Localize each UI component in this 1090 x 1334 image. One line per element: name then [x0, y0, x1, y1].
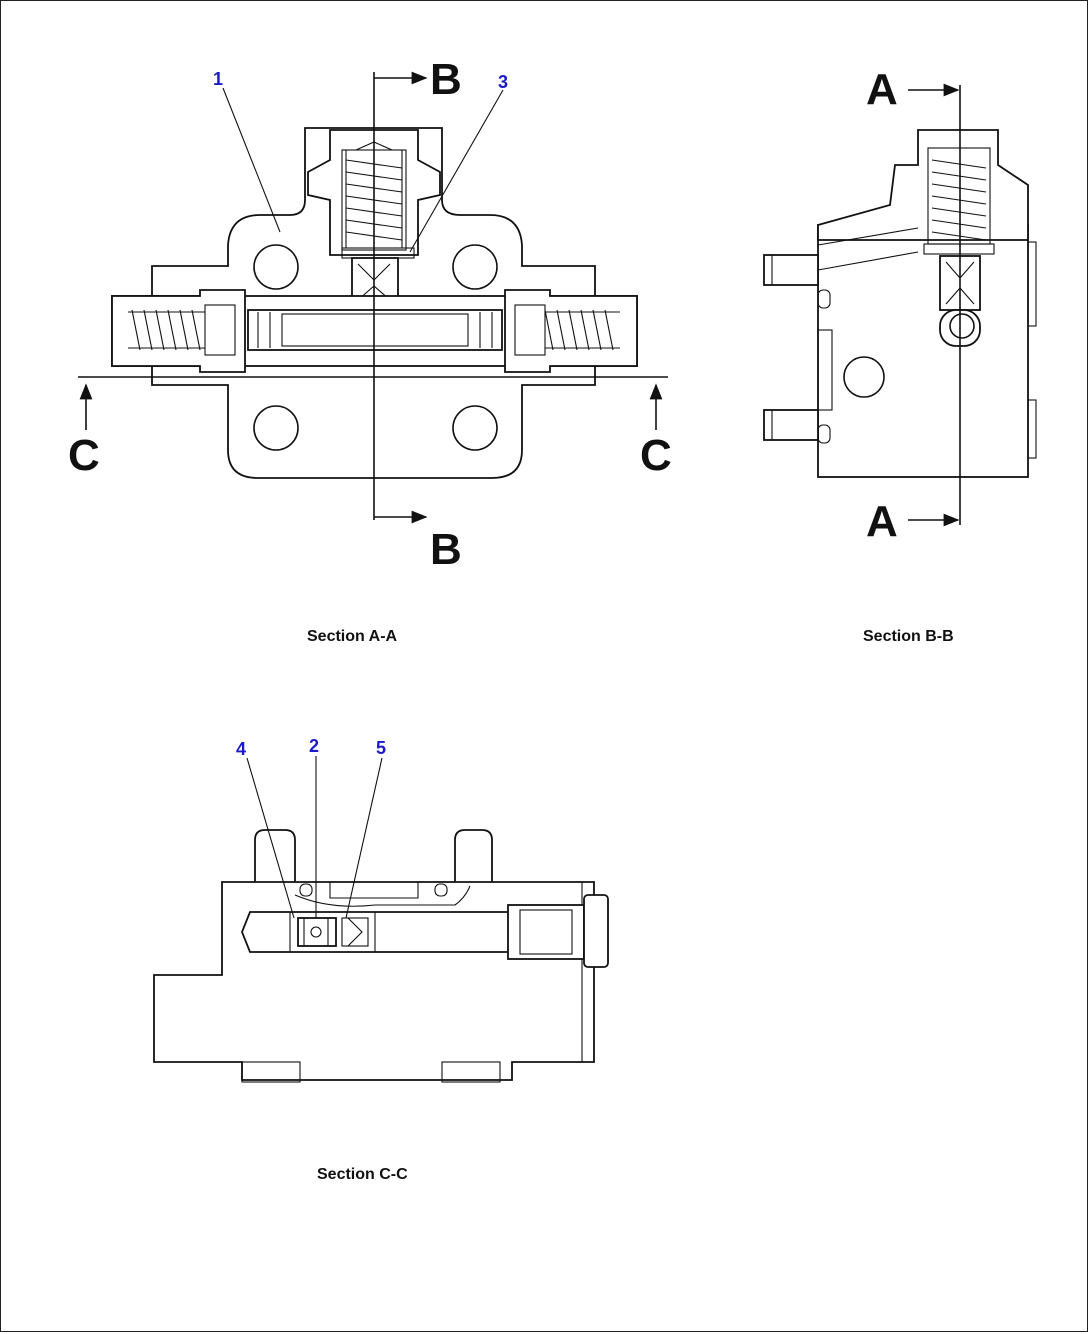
spool — [247, 309, 503, 351]
section-letter-c-right: C — [640, 431, 672, 480]
caption-section-bb: Section B-B — [863, 628, 954, 645]
section-letter-b-bottom: B — [430, 525, 462, 574]
bolt-hole — [253, 244, 299, 290]
section-cc-view — [153, 756, 609, 1083]
section-letter-a-top: A — [866, 65, 898, 114]
stud — [763, 254, 819, 286]
leader-3 — [409, 89, 504, 253]
caption-section-aa: Section A-A — [307, 628, 398, 645]
section-letter-a-bottom: A — [866, 497, 898, 546]
section-aa-view — [78, 71, 668, 524]
bolt-hole — [452, 405, 498, 451]
valve-body-bb — [817, 224, 1029, 478]
right-spring — [544, 309, 620, 351]
section-letter-c-left: C — [68, 431, 100, 480]
caption-section-cc: Section C-C — [317, 1166, 408, 1183]
callout-4: 4 — [236, 739, 246, 759]
leader-5 — [345, 757, 383, 919]
callout-1: 1 — [213, 69, 223, 89]
leader-1 — [222, 87, 281, 233]
callout-2: 2 — [309, 736, 319, 756]
leader-4 — [246, 757, 295, 919]
bolt-hole — [253, 405, 299, 451]
section-bb-view — [763, 83, 1037, 527]
stud — [763, 409, 819, 441]
section-letter-b-top: B — [430, 55, 462, 104]
plug — [507, 904, 585, 960]
callout-3: 3 — [498, 72, 508, 92]
left-spring — [128, 309, 205, 351]
callout-5: 5 — [376, 738, 386, 758]
bolt-hole — [452, 244, 498, 290]
